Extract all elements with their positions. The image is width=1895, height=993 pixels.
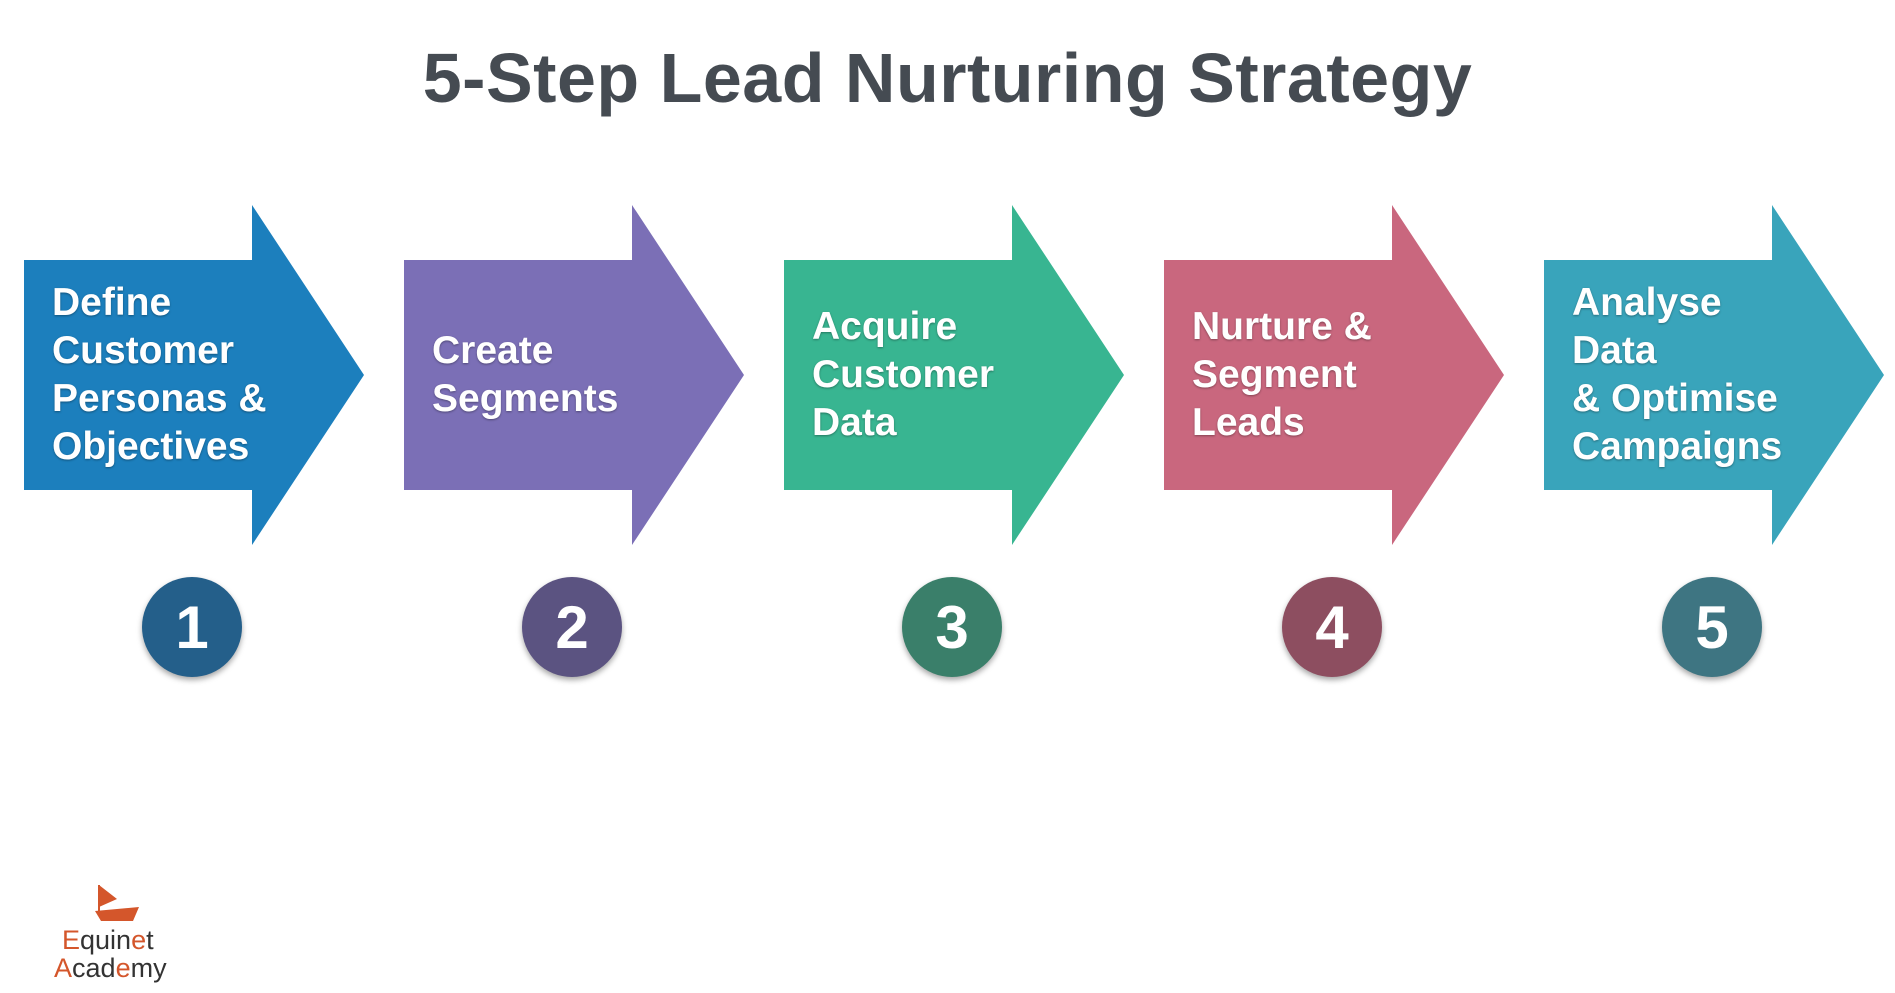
step-1-number-badge: 1 bbox=[142, 577, 242, 677]
step-5-line-1: Analyse Data bbox=[1572, 281, 1722, 372]
step-1-line-3: Personas & bbox=[52, 377, 267, 420]
step-2-line-2: Segments bbox=[432, 377, 619, 420]
step-4-line-2: Segment bbox=[1192, 353, 1357, 396]
step-3-line-2: Customer bbox=[812, 353, 995, 396]
step-3-arrow: Acquire Customer Data bbox=[784, 205, 1124, 545]
arrow-shape bbox=[784, 205, 1124, 545]
step-3-line-1: Acquire bbox=[812, 305, 958, 348]
step-2-label: Create Segments bbox=[432, 260, 672, 490]
logo-text-line-2: Academy bbox=[54, 953, 167, 983]
step-3-label: Acquire Customer Data bbox=[812, 260, 1052, 490]
step-4-number-badge: 4 bbox=[1282, 577, 1382, 677]
step-5-number-badge: 5 bbox=[1662, 577, 1762, 677]
step-1-label: Define Customer Personas & Objectives bbox=[52, 260, 292, 490]
arrow-fill bbox=[24, 205, 364, 545]
step-5-line-2: & Optimise bbox=[1572, 377, 1778, 420]
step-4-arrow: Nurture & Segment Leads bbox=[1164, 205, 1504, 545]
step-5-line-3: Campaigns bbox=[1572, 425, 1783, 468]
step-4-line-1: Nurture & bbox=[1192, 305, 1372, 348]
equinet-academy-logo: Equinet Academy bbox=[50, 885, 200, 985]
step-2-arrow: Create Segments bbox=[404, 205, 744, 545]
step-3-number-badge: 3 bbox=[902, 577, 1002, 677]
step-4-line-3: Leads bbox=[1192, 401, 1305, 444]
step-5-arrow: Analyse Data & Optimise Campaigns bbox=[1544, 205, 1884, 545]
step-5-label: Analyse Data & Optimise Campaigns bbox=[1572, 260, 1812, 490]
arrow-shape bbox=[1164, 205, 1504, 545]
step-2-line-1: Create bbox=[432, 329, 554, 372]
arrow-fill bbox=[1164, 205, 1504, 545]
step-1-line-4: Objectives bbox=[52, 425, 250, 468]
arrow-fill bbox=[404, 205, 744, 545]
step-3-line-3: Data bbox=[812, 401, 897, 444]
arrow-shape bbox=[1544, 205, 1884, 545]
step-1-line-1: Define bbox=[52, 281, 172, 324]
logo-text-line-1: Equinet bbox=[62, 925, 154, 955]
arrow-shape bbox=[24, 205, 364, 545]
step-2-number-badge: 2 bbox=[522, 577, 622, 677]
arrow-shape bbox=[404, 205, 744, 545]
step-1-arrow: Define Customer Personas & Objectives bbox=[24, 205, 364, 545]
step-1-line-2: Customer bbox=[52, 329, 235, 372]
page-title: 5-Step Lead Nurturing Strategy bbox=[422, 39, 1473, 117]
arrow-fill bbox=[784, 205, 1124, 545]
boat-flag-icon bbox=[95, 885, 139, 921]
step-4-label: Nurture & Segment Leads bbox=[1192, 260, 1432, 490]
arrow-fill bbox=[1544, 205, 1884, 545]
